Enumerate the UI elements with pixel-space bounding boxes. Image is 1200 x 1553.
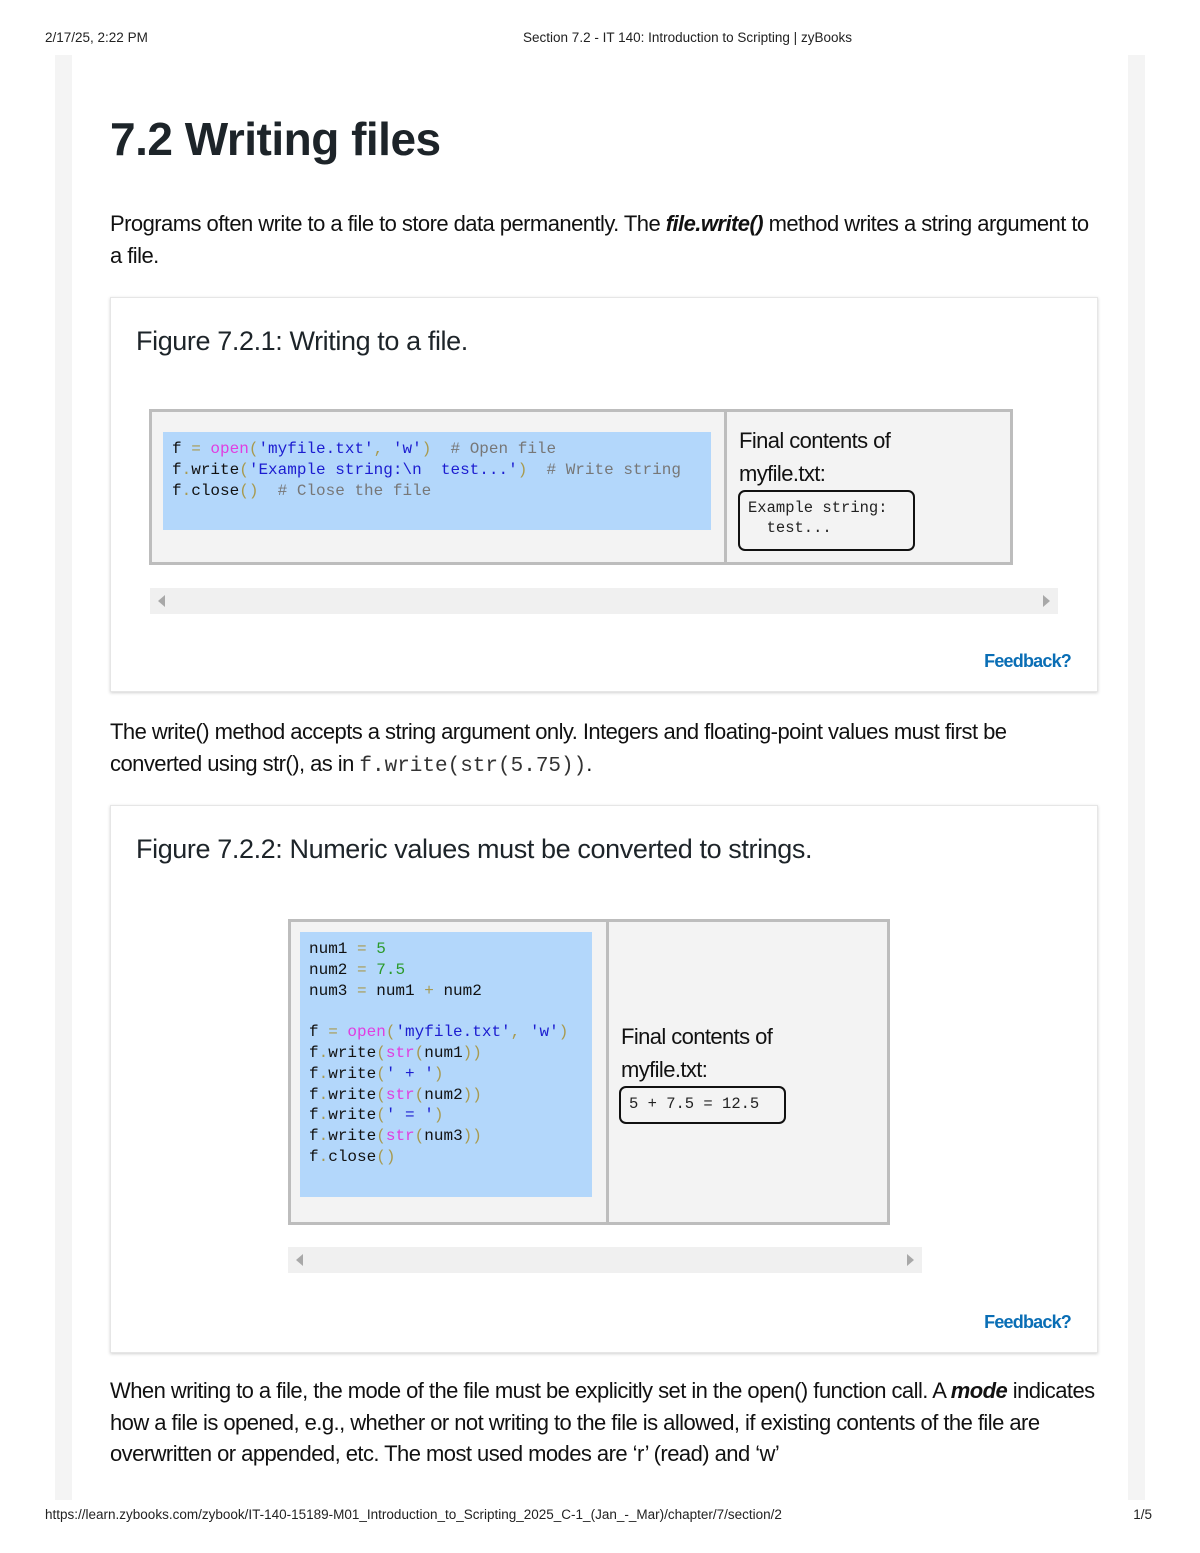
figure-animation-table: num1 = 5 num2 = 7.5 num3 = num1 + num2 f… <box>288 919 890 1225</box>
code-line: num2 = 7.5 <box>309 960 406 979</box>
inline-code: f.write(str(5.75)) <box>359 754 587 778</box>
intro-paragraph: Programs often write to a file to store … <box>110 208 1095 271</box>
mode-text-after: indicates how a file is opened, e.g., wh… <box>110 1378 1095 1466</box>
write-note-text-before: The write() method accepts a string argu… <box>110 719 1007 776</box>
figure-title: Figure 7.2.2: Numeric values must be con… <box>136 834 813 864</box>
scroll-right-arrow-icon[interactable] <box>907 1254 914 1266</box>
figure-7-2-1: Figure 7.2.1: Writing to a file. f = ope… <box>110 297 1098 692</box>
term-file-write: file.write() <box>665 211 764 236</box>
code-line: num1 = 5 <box>309 940 386 958</box>
code-cell: f = open('myfile.txt', 'w') # Open file … <box>152 412 727 562</box>
print-footer: https://learn.zybooks.com/zybook/IT-140-… <box>0 1507 1200 1525</box>
figure-title: Figure 7.2.1: Writing to a file. <box>136 326 468 356</box>
mode-text-before: When writing to a file, the mode of the … <box>110 1378 951 1403</box>
code-line: f.write(' + ') <box>309 1064 444 1083</box>
print-header: 2/17/25, 2:22 PM Section 7.2 - IT 140: I… <box>0 30 1200 48</box>
print-datetime: 2/17/25, 2:22 PM <box>45 30 148 45</box>
code-block: f = open('myfile.txt', 'w') # Open file … <box>163 432 711 530</box>
horizontal-scrollbar[interactable] <box>150 588 1058 614</box>
code-line: f.write(str(num2)) <box>309 1085 482 1104</box>
code-cell: num1 = 5 num2 = 7.5 num3 = num1 + num2 f… <box>291 922 609 1222</box>
print-page-title: Section 7.2 - IT 140: Introduction to Sc… <box>523 30 852 45</box>
code-line: f = open('myfile.txt', 'w') # Open file <box>172 440 557 458</box>
term-mode: mode <box>950 1378 1008 1403</box>
file-contents-box: 5 + 7.5 = 12.5 <box>619 1086 786 1124</box>
right-gutter <box>1128 55 1145 1500</box>
code-line: f.write('Example string:\n test...') # W… <box>172 460 681 479</box>
code-line: f = open('myfile.txt', 'w') <box>309 1023 569 1042</box>
code-block: num1 = 5 num2 = 7.5 num3 = num1 + num2 f… <box>300 932 592 1197</box>
intro-text-after: method writes a string argument to a fil… <box>110 211 1089 268</box>
scroll-left-arrow-icon[interactable] <box>158 595 165 607</box>
print-url: https://learn.zybooks.com/zybook/IT-140-… <box>45 1507 782 1522</box>
feedback-link[interactable]: Feedback? <box>984 1312 1072 1332</box>
result-cell: Final contents of myfile.txt: Example st… <box>727 412 1010 562</box>
feedback-link[interactable]: Feedback? <box>984 651 1072 671</box>
result-cell: Final contents of myfile.txt: 5 + 7.5 = … <box>609 922 887 1222</box>
code-line: f.write(str(num3)) <box>309 1127 482 1146</box>
scroll-left-arrow-icon[interactable] <box>296 1254 303 1266</box>
file-contents-box: Example string: test... <box>738 490 915 551</box>
code-line: f.write(' = ') <box>309 1106 444 1125</box>
code-line: f.close() # Close the file <box>172 481 432 500</box>
result-label: Final contents of myfile.txt: <box>739 428 891 486</box>
write-note-text-after: . <box>586 750 592 776</box>
intro-text-before: Programs often write to a file to store … <box>110 211 666 236</box>
horizontal-scrollbar[interactable] <box>288 1247 922 1273</box>
print-page-number: 1/5 <box>1133 1507 1152 1522</box>
write-note-paragraph: The write() method accepts a string argu… <box>110 716 1100 782</box>
code-line: f.close() <box>309 1147 396 1166</box>
figure-7-2-2: Figure 7.2.2: Numeric values must be con… <box>110 805 1098 1353</box>
figure-animation-table: f = open('myfile.txt', 'w') # Open file … <box>149 409 1013 565</box>
mode-paragraph: When writing to a file, the mode of the … <box>110 1375 1100 1470</box>
left-gutter <box>55 55 72 1500</box>
result-label: Final contents of myfile.txt: <box>621 1024 773 1082</box>
scroll-right-arrow-icon[interactable] <box>1043 595 1050 607</box>
section-title: 7.2 Writing files <box>110 113 441 165</box>
code-line: num3 = num1 + num2 <box>309 981 482 1000</box>
code-line: f.write(str(num1)) <box>309 1043 482 1062</box>
